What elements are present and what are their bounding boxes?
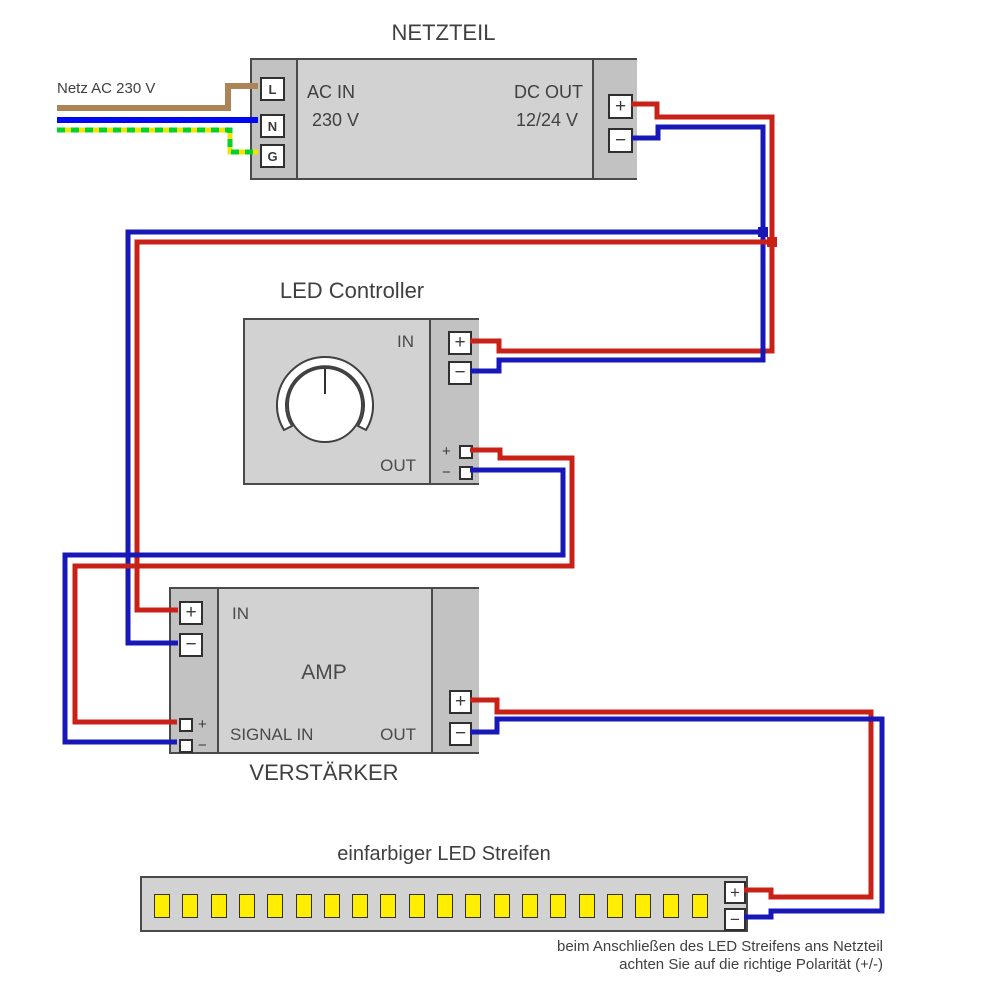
- led-controller-box: IN + − OUT + −: [243, 318, 479, 485]
- controller-out-plus-pad: [459, 445, 473, 459]
- amp-label: AMP: [301, 661, 347, 684]
- polarity-note: beim Anschließen des LED Streifens ans N…: [557, 938, 883, 974]
- amp-in-label: IN: [232, 604, 249, 623]
- wire-mains-pe-yellow: [57, 127, 258, 155]
- led: [578, 894, 595, 918]
- strip-minus-terminal: −: [724, 908, 746, 931]
- terminal-n: N: [260, 114, 285, 138]
- led-strip-box: + −: [140, 876, 748, 932]
- led-strip-title: einfarbiger LED Streifen: [337, 843, 551, 865]
- led: [352, 894, 369, 918]
- netzteil-dc-terminal-strip: [592, 60, 637, 178]
- led: [691, 894, 708, 918]
- led: [238, 894, 255, 918]
- controller-in-minus-terminal: −: [448, 361, 472, 385]
- controller-in-plus-terminal: +: [448, 331, 472, 355]
- amp-in-plus-terminal: +: [179, 601, 203, 625]
- amp-signal-minus-sign: −: [198, 737, 207, 754]
- strip-plus-terminal: +: [724, 881, 746, 904]
- ac-in-label: AC IN: [307, 82, 356, 102]
- amp-signal-minus-pad: [179, 739, 193, 753]
- amp-in-minus-terminal: −: [179, 633, 203, 657]
- netzteil-title: NETZTEIL: [391, 20, 496, 45]
- controller-out-plus-sign: +: [442, 443, 451, 460]
- led: [154, 894, 170, 918]
- led: [663, 894, 680, 918]
- verstaerker-title: VERSTÄRKER: [249, 760, 399, 785]
- led: [606, 894, 623, 918]
- controller-in-label: IN: [397, 332, 414, 351]
- led: [465, 894, 482, 918]
- wire-mains-pe-green: [57, 127, 258, 155]
- led: [323, 894, 340, 918]
- dc-out-label: DC OUT: [514, 82, 583, 102]
- amp-out-plus-terminal: +: [449, 690, 472, 714]
- led-controller-title: LED Controller: [279, 278, 425, 303]
- mains-label: Netz AC 230 V: [57, 80, 156, 97]
- amp-signal-in-label: SIGNAL IN: [230, 725, 314, 744]
- led: [493, 894, 510, 918]
- ac-in-value: 230 V: [312, 110, 360, 130]
- controller-out-label: OUT: [380, 456, 416, 475]
- led: [295, 894, 312, 918]
- led: [521, 894, 538, 918]
- led: [380, 894, 397, 918]
- netzteil-box: L N G + − AC IN 230 V DC OUT 12/24 V: [250, 58, 637, 180]
- controller-out-minus-sign: −: [442, 464, 451, 481]
- led: [267, 894, 284, 918]
- terminal-l: L: [260, 77, 285, 101]
- terminal-g: G: [260, 144, 285, 168]
- netzteil-dc-plus-terminal: +: [608, 94, 633, 119]
- dc-out-value: 12/24 V: [515, 110, 578, 130]
- led: [550, 894, 567, 918]
- controller-out-minus-pad: [459, 466, 473, 480]
- led: [635, 894, 652, 918]
- amp-out-minus-terminal: −: [449, 722, 472, 746]
- led: [408, 894, 425, 918]
- polarity-note-line1: beim Anschließen des LED Streifens ans N…: [557, 938, 883, 955]
- polarity-note-line2: achten Sie auf die richtige Polarität (+…: [619, 956, 883, 973]
- led: [182, 894, 199, 918]
- junction-dot-red: [767, 237, 777, 247]
- wire-amp-out-plus-to-strip: [470, 697, 874, 900]
- amp-signal-plus-pad: [179, 718, 193, 732]
- led: [210, 894, 227, 918]
- netzteil-dc-minus-terminal: −: [608, 128, 633, 153]
- amp-signal-plus-sign: +: [198, 716, 207, 733]
- junction-dot-blue: [758, 227, 768, 237]
- led: [437, 894, 453, 918]
- amp-out-label: OUT: [380, 725, 416, 744]
- amp-box: + − IN AMP + − SIGNAL IN OUT + −: [169, 587, 479, 754]
